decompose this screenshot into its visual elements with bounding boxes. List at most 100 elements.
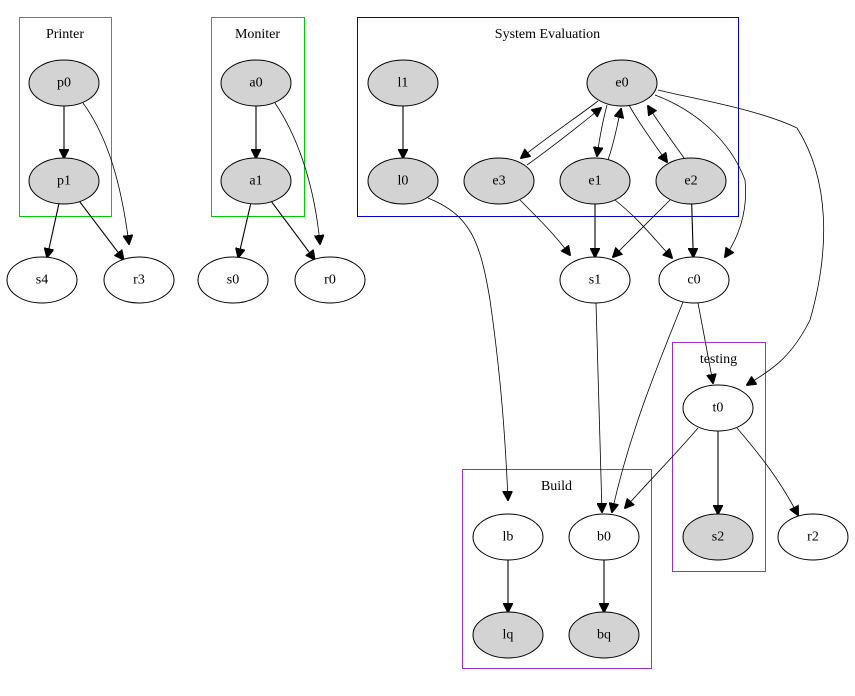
- cluster-printer: Printer: [19, 17, 112, 217]
- node-c0[interactable]: c0: [658, 256, 730, 304]
- node-bq[interactable]: bq: [568, 611, 640, 659]
- node-t0[interactable]: t0: [682, 384, 754, 432]
- node-ellipse[interactable]: [472, 513, 544, 561]
- node-label: a1: [249, 174, 262, 189]
- node-label: p0: [57, 76, 71, 91]
- edge-e2-e0: [648, 106, 685, 159]
- edge-e0-e1: [597, 104, 608, 156]
- node-ellipse[interactable]: [197, 256, 269, 304]
- node-ellipse[interactable]: [559, 256, 631, 304]
- edge-c0-t0: [697, 302, 713, 383]
- cluster-border: [211, 17, 305, 217]
- node-ellipse[interactable]: [472, 611, 544, 659]
- node-ellipse[interactable]: [682, 384, 754, 432]
- edge-e3-e0: [526, 108, 601, 166]
- node-ellipse[interactable]: [559, 157, 631, 205]
- node-ellipse[interactable]: [658, 256, 730, 304]
- node-b0[interactable]: b0: [568, 513, 640, 561]
- node-p0[interactable]: p0: [28, 59, 100, 107]
- edge-p1-s4: [47, 203, 60, 257]
- node-label: e2: [684, 174, 697, 189]
- node-label: t0: [713, 401, 724, 416]
- node-e0[interactable]: e0: [586, 59, 658, 107]
- edge-a1-r0: [270, 201, 314, 260]
- node-ellipse[interactable]: [586, 59, 658, 107]
- cluster-moniter: Moniter: [211, 17, 305, 217]
- node-label: e3: [492, 174, 505, 189]
- edge-e0-c0: [654, 94, 746, 257]
- edge-s1-b0: [595, 302, 602, 512]
- node-r0[interactable]: r0: [294, 256, 366, 304]
- cluster-border: [19, 17, 112, 217]
- cluster-border: [462, 469, 652, 669]
- node-e1[interactable]: e1: [559, 157, 631, 205]
- node-label: e0: [615, 76, 628, 91]
- node-a0[interactable]: a0: [220, 59, 292, 107]
- node-a1[interactable]: a1: [220, 157, 292, 205]
- edge-e2-s1: [613, 199, 671, 257]
- cluster-label: testing: [700, 352, 737, 367]
- node-label: e1: [588, 174, 601, 189]
- node-s2[interactable]: s2: [682, 513, 754, 561]
- node-ellipse[interactable]: [777, 513, 849, 561]
- node-s0[interactable]: s0: [197, 256, 269, 304]
- node-label: s4: [36, 273, 48, 288]
- node-ellipse[interactable]: [28, 157, 100, 205]
- edge-a1-s0: [238, 203, 252, 258]
- node-ellipse[interactable]: [655, 157, 727, 205]
- node-lq[interactable]: lq: [472, 611, 544, 659]
- node-ellipse[interactable]: [682, 513, 754, 561]
- node-s1[interactable]: s1: [559, 256, 631, 304]
- node-ellipse[interactable]: [367, 59, 439, 107]
- edge-c0-b0: [612, 301, 684, 512]
- node-ellipse[interactable]: [103, 256, 175, 304]
- node-label: lb: [503, 530, 514, 545]
- cluster-build: Build: [462, 469, 652, 669]
- node-label: c0: [687, 273, 700, 288]
- node-label: l0: [398, 174, 409, 189]
- edge-p0-r3: [82, 102, 129, 244]
- node-label: lq: [503, 628, 514, 643]
- node-label: b0: [597, 530, 611, 545]
- edge-e0-e2: [628, 104, 667, 162]
- node-label: bq: [597, 628, 611, 643]
- edge-t0-r2: [736, 427, 798, 515]
- node-label: l1: [398, 76, 409, 91]
- node-e2[interactable]: e2: [655, 157, 727, 205]
- node-ellipse[interactable]: [463, 157, 535, 205]
- edges-layer: [47, 89, 825, 612]
- node-r2[interactable]: r2: [777, 513, 849, 561]
- node-label: a0: [249, 76, 262, 91]
- cluster-border: [357, 17, 739, 217]
- edge-t0-b0: [625, 427, 699, 508]
- node-e3[interactable]: e3: [463, 157, 535, 205]
- edge-e1-c0: [614, 199, 672, 258]
- node-lb[interactable]: lb: [472, 513, 544, 561]
- node-ellipse[interactable]: [568, 611, 640, 659]
- node-r3[interactable]: r3: [103, 256, 175, 304]
- cluster-label: Moniter: [235, 27, 280, 42]
- edge-e2-c0: [692, 203, 694, 257]
- node-ellipse[interactable]: [367, 157, 439, 205]
- node-ellipse[interactable]: [220, 157, 292, 205]
- edge-e3-s1: [519, 199, 570, 255]
- node-ellipse[interactable]: [294, 256, 366, 304]
- nodes-layer: p0 p1 s4 r3 a0 a1 s0 r0 l1 l0 e0 e3 e1 e2 s1 c0 t0 s2 r2 lb…: [6, 59, 849, 659]
- node-label: r0: [324, 273, 336, 288]
- edge-e0-e3: [521, 100, 599, 158]
- node-l1[interactable]: l1: [367, 59, 439, 107]
- node-p1[interactable]: p1: [28, 157, 100, 205]
- edge-a0-r0: [274, 102, 320, 244]
- cluster-system-evaluation: System Evaluation: [357, 17, 739, 217]
- cluster-label: Build: [541, 479, 572, 494]
- node-l0[interactable]: l0: [367, 157, 439, 205]
- node-label: s2: [712, 530, 724, 545]
- node-label: r3: [133, 273, 145, 288]
- node-ellipse[interactable]: [220, 59, 292, 107]
- node-ellipse[interactable]: [6, 256, 78, 304]
- node-ellipse[interactable]: [568, 513, 640, 561]
- node-label: s1: [589, 273, 601, 288]
- node-s4[interactable]: s4: [6, 256, 78, 304]
- node-ellipse[interactable]: [28, 59, 100, 107]
